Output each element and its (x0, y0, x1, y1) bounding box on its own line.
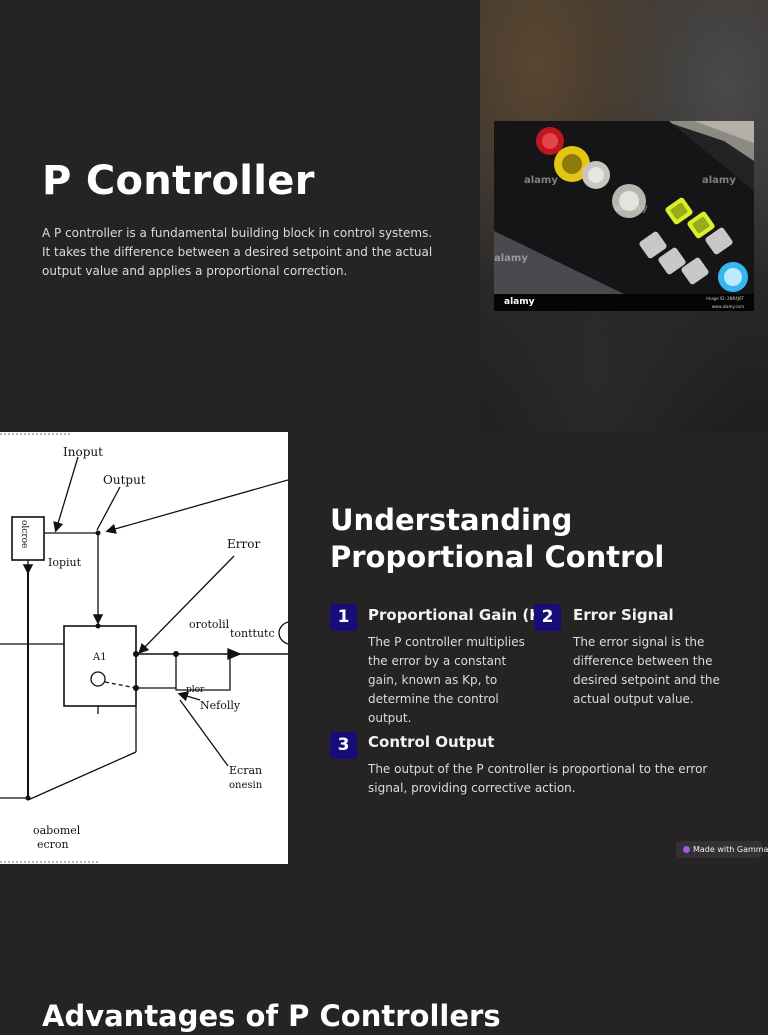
diagram-label-input: Inoput (63, 445, 103, 459)
diagram-label-nefolly: Nefolly (200, 699, 241, 712)
control-panel-illustration: alamy alamy alamy alamy (494, 121, 754, 311)
image-site: www.alamy.com (711, 304, 744, 309)
item-title: Error Signal (573, 606, 674, 624)
block-diagram: Inoput Output olcroe Iopiut Error orotol… (0, 432, 288, 864)
diagram-label-input-side: Iopiut (48, 556, 82, 569)
image-brand: alamy (504, 297, 535, 307)
item-text: The error signal is the difference betwe… (573, 635, 720, 706)
gamma-badge-label: Made with Gamma (693, 845, 768, 854)
gamma-logo-icon (683, 846, 690, 853)
svg-text:alamy: alamy (702, 175, 736, 186)
diagram-label-gain: A1 (92, 652, 107, 663)
diagram-label-ecran-1: Ecran (229, 764, 262, 777)
diagram-label-control-a: orotolil (189, 618, 230, 631)
page-title: P Controller (42, 158, 315, 204)
image-id: Image ID: 2NR4J6T (706, 296, 744, 301)
diagram-label-box: olcroe (19, 520, 29, 548)
made-with-gamma-badge[interactable]: Made with Gamma (676, 841, 768, 858)
number-badge: 3 (330, 732, 357, 759)
item-text: The output of the P controller is propor… (368, 762, 708, 795)
number-badge: 2 (534, 604, 561, 631)
diagram-label-control-b: tonttutc (230, 627, 275, 640)
svg-text:alamy: alamy (614, 203, 648, 214)
svg-text:alamy: alamy (494, 253, 528, 264)
diagram-label-ecran-2: onesin (229, 780, 263, 791)
number-badge: 1 (330, 604, 357, 631)
diagram-label-bottom-1: oabomel (33, 824, 81, 837)
section-title: Understanding Proportional Control (330, 503, 665, 574)
item-title: Proportional Gain (Kp) (368, 606, 534, 624)
diagram-label-output: Output (103, 473, 146, 487)
svg-text:alamy: alamy (524, 175, 558, 186)
diagram-label-bottom-2: ecron (37, 838, 69, 851)
image-footer: alamy Image ID: 2NR4J6T www.alamy.com (494, 294, 754, 311)
diagram-label-error: Error (227, 537, 260, 551)
diagram-label-signal: plor (186, 685, 205, 695)
hero-description: A P controller is a fundamental building… (42, 226, 433, 278)
control-panel-photo: alamy alamy alamy alamy alamy Image ID: … (494, 121, 754, 311)
advantages-title: Advantages of P Controllers (42, 999, 501, 1033)
block-diagram-drawing: Inoput Output olcroe Iopiut Error orotol… (0, 433, 288, 863)
item-text: The P controller multiplies the error by… (368, 635, 525, 725)
item-title: Control Output (368, 733, 495, 751)
